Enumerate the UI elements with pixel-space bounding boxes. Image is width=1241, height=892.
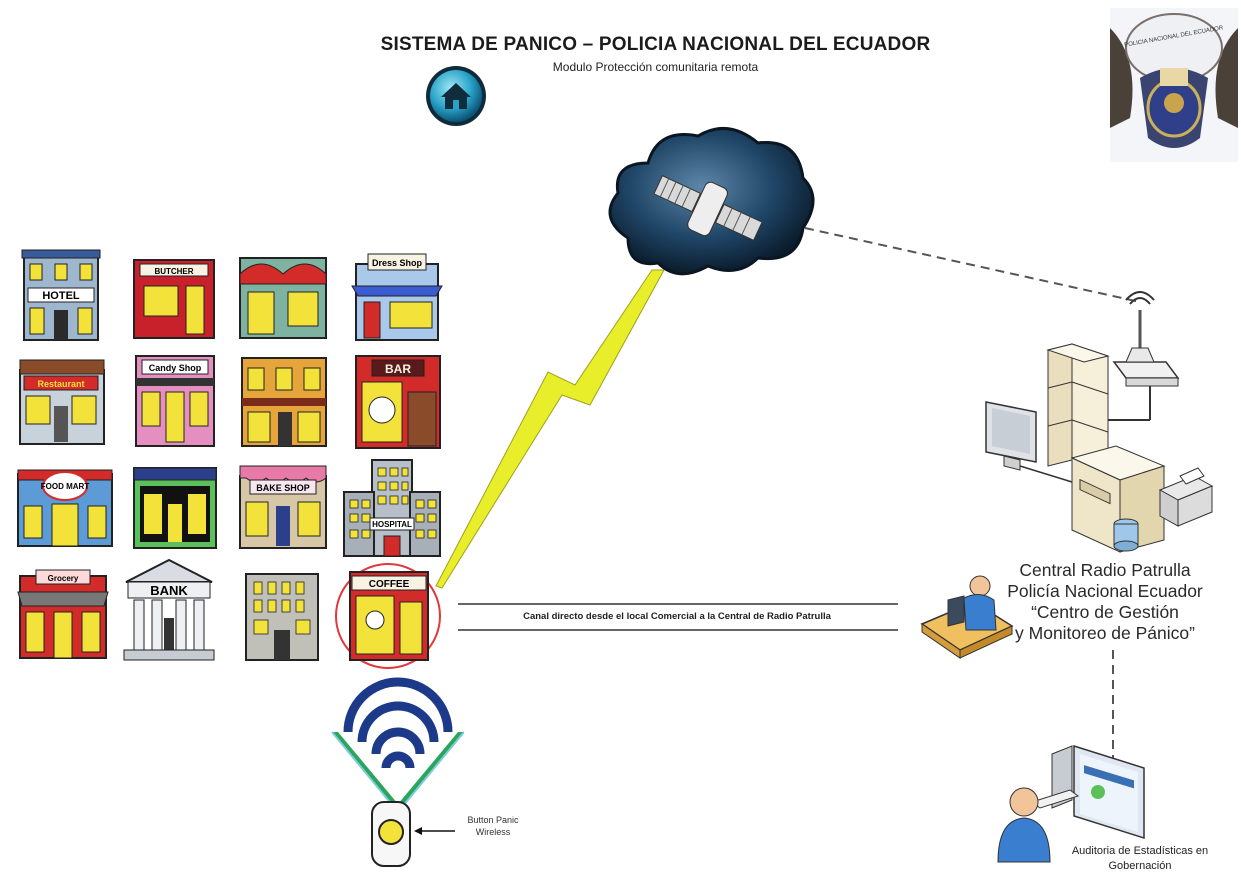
printer-icon <box>1158 467 1214 527</box>
bake-shop-building[interactable]: BAKE SHOP <box>236 462 330 550</box>
wireless-lightning-bolt <box>435 269 665 589</box>
bank-building[interactable]: BANK <box>122 558 216 662</box>
rack-servers-icon <box>1046 343 1110 473</box>
central-server-cluster <box>985 291 1214 553</box>
satellite-link-line <box>804 227 1141 303</box>
main-server-icon <box>1070 445 1166 553</box>
hotel-label: HOTEL <box>42 290 80 302</box>
panic-button-device[interactable] <box>368 798 414 870</box>
home-icon <box>441 83 471 109</box>
dress-shop-label: Dress Shop <box>372 258 423 268</box>
operator-workstation <box>920 575 1014 659</box>
person-icon <box>1009 787 1039 817</box>
monitor-icon <box>947 595 965 627</box>
center-label-line1: Central Radio Patrulla <box>1019 560 1191 580</box>
bake-shop-label: BAKE SHOP <box>256 483 310 493</box>
food-mart-building[interactable]: FOOD MART <box>14 464 116 548</box>
food-mart-label: FOOD MART <box>41 482 90 491</box>
bar-label: BAR <box>385 362 411 376</box>
antenna-router-icon <box>1112 291 1180 387</box>
butcher-building[interactable]: BUTCHER <box>130 256 218 340</box>
candy-shop-building[interactable]: Candy Shop <box>132 352 218 448</box>
channel-label: Canal directo desde el local Comercial a… <box>523 611 831 622</box>
grocery-label: Grocery <box>48 574 79 583</box>
hospital-label: HOSPITAL <box>372 520 412 529</box>
audit-label-line1: Auditoria de Estadísticas en <box>1071 845 1209 857</box>
office-building[interactable] <box>242 570 322 662</box>
restaurant-label: Restaurant <box>37 379 84 389</box>
audit-label-line2: Gobernación <box>1108 860 1172 872</box>
monitor-icon <box>985 401 1073 483</box>
satellite-icon <box>653 175 763 241</box>
center-label-line3: “Centro de Gestión <box>1031 602 1179 622</box>
person-icon <box>969 575 991 597</box>
coffee-label: COFFEE <box>369 579 410 590</box>
button-panic-label-line2: Wireless <box>475 827 511 837</box>
dress-shop-building[interactable]: Dress Shop <box>350 250 444 342</box>
candy-shop-label: Candy Shop <box>149 363 202 373</box>
police-seal-logo: POLICIA NACIONAL DEL ECUADOR <box>1110 8 1238 162</box>
coffee-shop-building[interactable]: COFFEE <box>334 558 446 672</box>
clothing-shop-building[interactable] <box>236 254 330 340</box>
panic-button-icon <box>378 819 404 845</box>
audit-label: Auditoria de Estadísticas en Gobernación <box>1040 844 1240 874</box>
button-panic-label: Button Panic Wireless <box>448 814 538 838</box>
restaurant-building[interactable]: Restaurant <box>16 356 108 446</box>
hospital-building[interactable]: HOSPITAL <box>340 458 444 558</box>
bank-label: BANK <box>150 583 188 598</box>
page-subtitle: Modulo Protección comunitaria remota <box>552 60 759 74</box>
bar-building[interactable]: BAR <box>352 352 444 450</box>
center-label-line2: Policía Nacional Ecuador <box>1007 581 1203 601</box>
page-title: SISTEMA DE PANICO – POLICIA NACIONAL DEL… <box>380 34 931 55</box>
satellite-cloud <box>608 126 815 276</box>
central-radio-patrol-label: Central Radio Patrulla Policía Nacional … <box>950 560 1241 644</box>
hotel-building[interactable]: HOTEL <box>18 248 104 342</box>
market-building[interactable] <box>238 352 330 448</box>
center-label-line4: y Monitoreo de Pánico” <box>1015 623 1195 643</box>
auditing-workstation <box>997 744 1145 863</box>
grocery-building[interactable]: Grocery <box>14 566 112 660</box>
button-panic-label-line1: Button Panic <box>467 815 519 825</box>
highlight-circle <box>335 563 441 669</box>
home-button[interactable] <box>424 64 488 128</box>
boutique-building[interactable] <box>130 464 220 550</box>
butcher-label: BUTCHER <box>154 267 193 276</box>
wireless-signal-icon <box>331 677 464 813</box>
